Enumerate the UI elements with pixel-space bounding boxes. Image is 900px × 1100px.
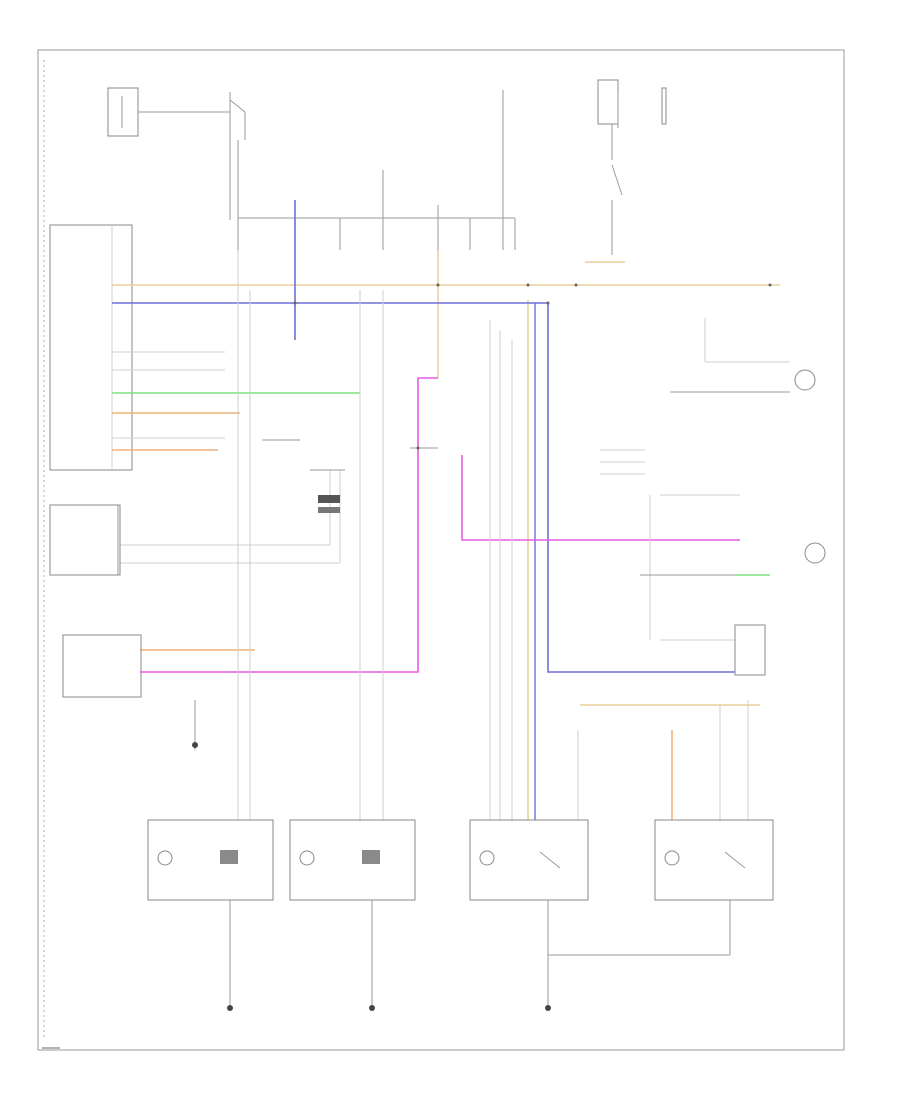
right-connector xyxy=(734,624,766,676)
junction-dots xyxy=(293,283,772,450)
relay-top-center xyxy=(229,92,246,220)
lamp-right-2 xyxy=(640,542,826,576)
ground-g3 xyxy=(545,1005,551,1011)
diagram-frame xyxy=(37,49,845,1051)
turn-switch-left xyxy=(49,504,121,576)
wire-pink-right xyxy=(461,455,740,541)
wire-blue-main xyxy=(112,302,735,673)
wire-pink-main xyxy=(140,377,438,673)
lamp-right-1 xyxy=(670,369,816,393)
ground-g1 xyxy=(227,1005,233,1011)
ground-g2 xyxy=(369,1005,375,1011)
rear-lamp-lh xyxy=(469,819,589,1005)
hazard-switch-center xyxy=(262,439,438,513)
rear-lamp-rh xyxy=(548,819,774,956)
front-lamp-lh xyxy=(147,819,274,1005)
wire-gray-group xyxy=(112,250,790,820)
fuse-box-top-right xyxy=(597,79,667,255)
connector-left-block xyxy=(49,224,133,471)
bus-drops xyxy=(237,90,516,250)
fuse-box-top-left xyxy=(107,87,230,137)
front-lamp-rh xyxy=(289,819,416,1005)
lamp-cluster-left xyxy=(62,634,198,750)
